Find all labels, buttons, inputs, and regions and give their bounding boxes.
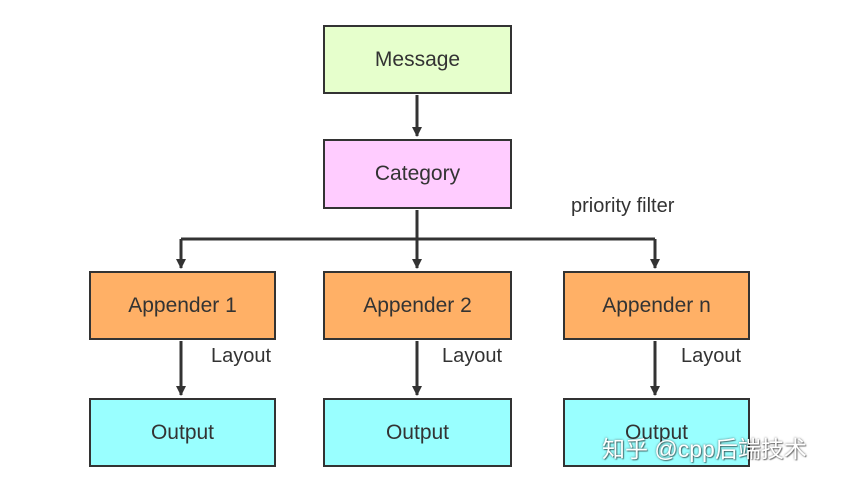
output-1-label: Output — [150, 420, 215, 444]
message-node-label: Message — [374, 47, 461, 71]
watermark-text: 知乎 @cpp后端技术 — [602, 436, 807, 462]
appender-2-node: Appender 2 — [323, 271, 512, 340]
appender-n-label: Appender n — [602, 293, 711, 317]
output-1-node: Output — [89, 398, 276, 467]
message-node: Message — [323, 25, 512, 94]
output-2-node: Output — [323, 398, 512, 467]
layout-2-label: Layout — [442, 345, 503, 367]
output-n-label: Output — [624, 420, 689, 444]
layout-n-label: Layout — [681, 345, 742, 367]
priority-filter-label: priority filter — [571, 195, 675, 217]
layout-1-label: Layout — [211, 345, 272, 367]
output-n-node: Output — [563, 398, 750, 467]
output-2-label: Output — [385, 420, 450, 444]
appender-1-node: Appender 1 — [89, 271, 276, 340]
appender-2-label: Appender 2 — [363, 293, 472, 317]
category-node-label: Category — [374, 162, 461, 185]
appender-1-label: Appender 1 — [128, 293, 237, 317]
appender-n-node: Appender n — [563, 271, 750, 340]
category-node: Category — [323, 139, 512, 209]
